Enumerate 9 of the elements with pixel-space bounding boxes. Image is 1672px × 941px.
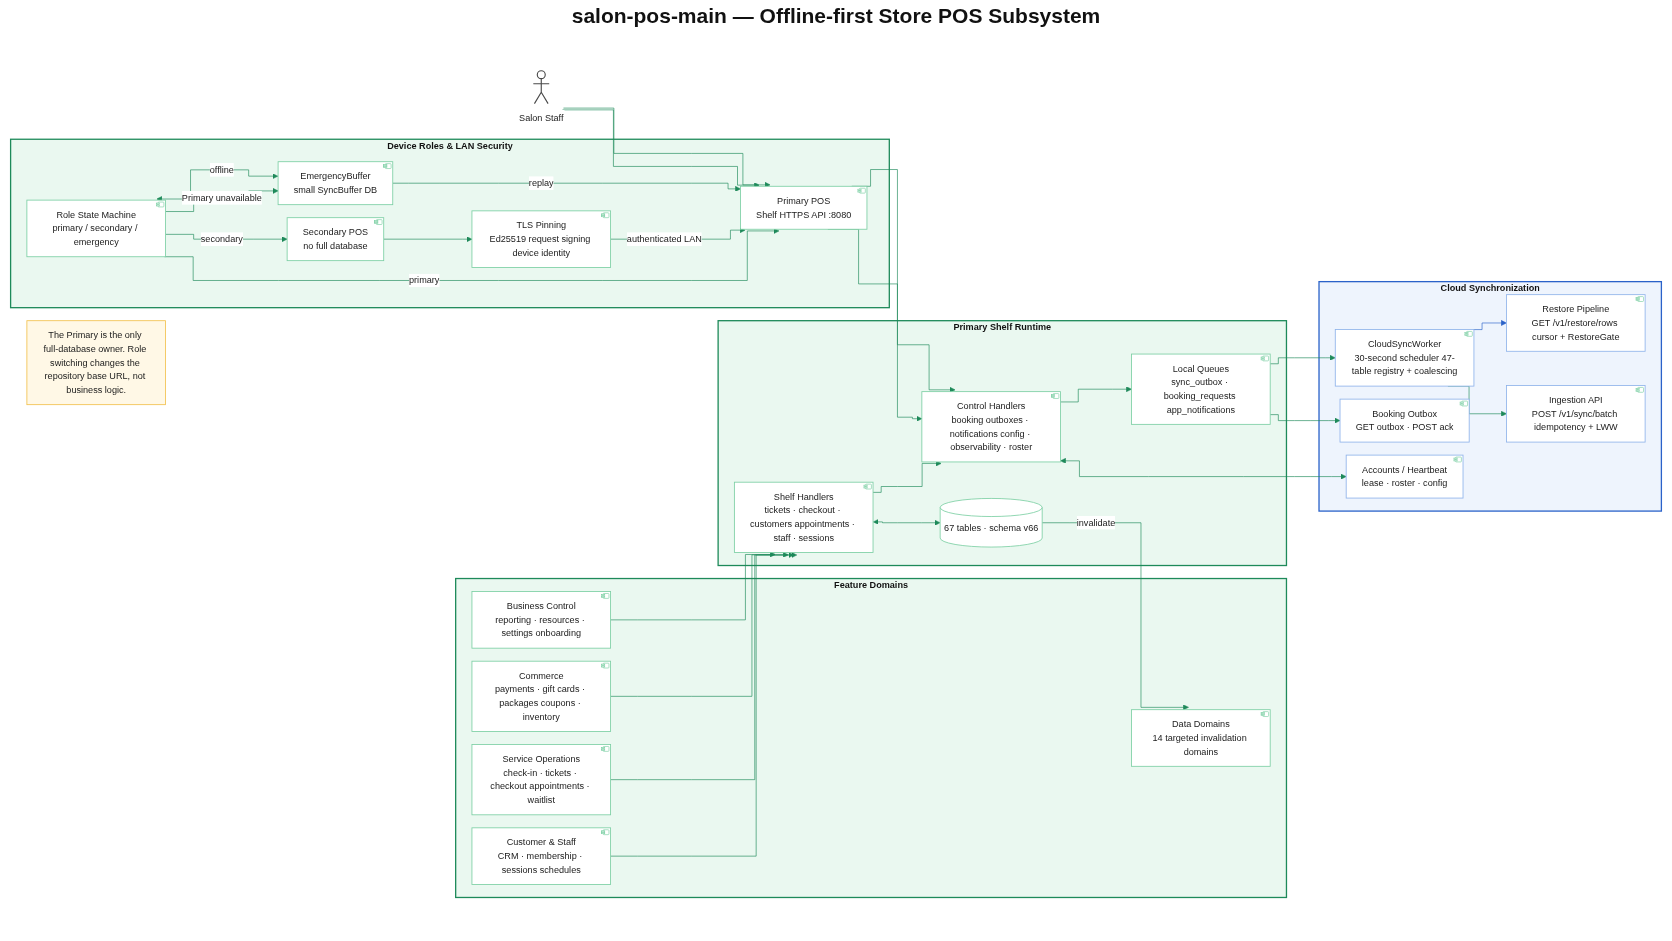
edge-label: invalidate bbox=[1076, 517, 1116, 528]
edge-label: secondary bbox=[200, 233, 243, 244]
edge-label: authenticated LAN bbox=[626, 233, 702, 244]
edge-label: primary bbox=[409, 274, 440, 286]
edge-label: offline bbox=[209, 164, 234, 175]
diagram-title: salon-pos-main — Offline-first Store POS Subsystem bbox=[571, 4, 1101, 28]
node-box: The Primary is the only full-database owner. Role switching changes the repository base URL, not business logic. bbox=[26, 320, 166, 406]
edge-label: replay bbox=[528, 177, 554, 189]
edge-label: Primary unavailable bbox=[181, 192, 262, 203]
